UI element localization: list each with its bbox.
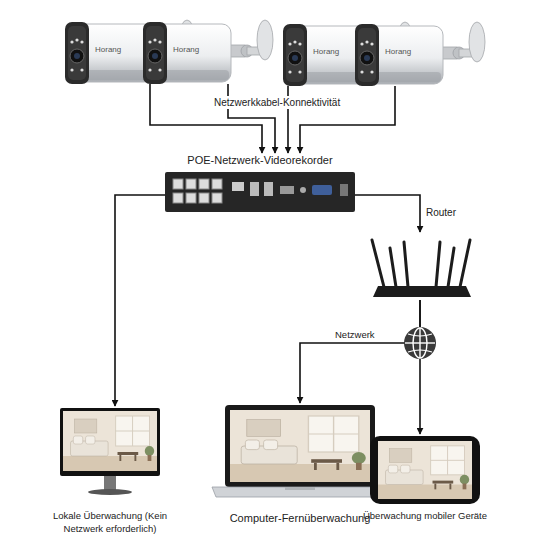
connector-arrow — [115, 195, 165, 406]
edge-label: Netzwerk — [333, 329, 377, 341]
router: Router — [370, 232, 472, 300]
monitor: Lokale Überwachung (Kein Netzwerk erford… — [58, 406, 162, 494]
node-label: Lokale Überwachung (Kein Netzwerk erford… — [35, 510, 185, 536]
smartphone: Überwachung mobiler Geräte — [368, 434, 482, 505]
nvr-device: POE-Netzwerk-Videorekorder — [165, 153, 355, 212]
node-label: Horang — [173, 45, 223, 56]
camera: Horang — [283, 24, 371, 86]
camera: Horang — [143, 22, 231, 84]
node-label: Überwachung mobiler Geräte — [350, 510, 500, 523]
connector-arrow — [228, 84, 275, 153]
node-label: Router — [426, 206, 486, 220]
connector-arrow — [150, 84, 262, 153]
node-label: Horang — [313, 47, 363, 58]
connector-arrow — [300, 300, 420, 403]
node-label: Horang — [95, 45, 145, 56]
camera: Horang — [65, 22, 153, 84]
camera: Horang — [355, 24, 443, 86]
laptop: Computer-Fernüberwachung — [210, 403, 390, 498]
connector-arrow — [419, 300, 421, 434]
edge-label: Netzwerkkabel-Konnektivität — [212, 96, 342, 109]
node-label: Horang — [385, 47, 435, 58]
node-label: POE-Netzwerk-Videorekorder — [145, 153, 375, 168]
connector-arrow — [355, 195, 420, 232]
